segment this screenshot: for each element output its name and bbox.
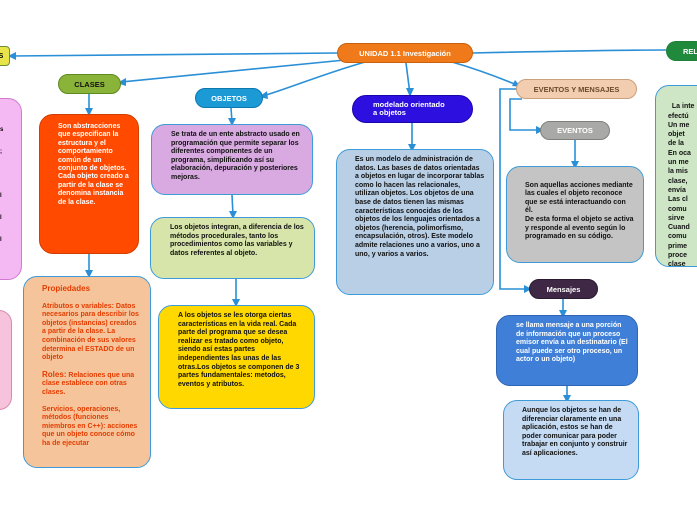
objetos-integran-text: Los objetos integran, a diferencia de lo…: [170, 224, 304, 257]
clases-definition-text: Son abstracciones que especifican la est…: [58, 123, 129, 206]
clases-label: CLASES: [74, 79, 105, 89]
arrow-head: [563, 395, 571, 403]
left-cutoff-box-1: [0, 98, 22, 280]
arrow-head: [524, 285, 532, 293]
mensajes-extra-text: Aunque los objetos se han de diferenciar…: [522, 407, 628, 457]
eventos-mensajes-node[interactable]: EVENTOS Y MENSAJES: [516, 79, 637, 99]
mensajes-label: Mensajes: [546, 284, 581, 294]
arrow-head: [85, 270, 93, 278]
mensajes-extra: Aunque los objetos se han de diferenciar…: [503, 400, 639, 480]
arrow-head: [408, 144, 416, 152]
link-root-left: [11, 52, 339, 57]
link-root-objetos: [262, 61, 366, 97]
objetos-otorga-text: A los objetos se les otorga ciertas cara…: [178, 312, 300, 388]
left-stub-label: S: [0, 52, 4, 60]
objetos-integran: Los objetos integran, a diferencia de lo…: [150, 217, 315, 279]
modelado-definition-text: Es un modelo de administración de datos.…: [355, 156, 485, 258]
mensajes-node[interactable]: Mensajes: [529, 279, 598, 299]
arrow-head: [8, 52, 16, 60]
propiedades-roles: Relaciones que una clase establece con o…: [42, 371, 135, 396]
eventos-mensajes-label: EVENTOS Y MENSAJES: [533, 84, 620, 94]
modelado-definition: Es un modelo de administración de datos.…: [336, 149, 494, 295]
root-label: UNIDAD 1.1 Investigación: [359, 48, 451, 58]
arrow-head: [406, 88, 414, 97]
objetos-definition: Se trata de un ente abstracto usado en p…: [151, 124, 313, 195]
arrow-head: [85, 108, 93, 116]
propiedades-roles-title: Roles:: [42, 369, 67, 379]
link-root-clases: [120, 59, 346, 83]
modelado-node[interactable]: modelado orientado a objetos: [352, 95, 473, 123]
objetos-otorga: A los objetos se les otorga ciertas cara…: [158, 305, 315, 409]
relaciones-fragment-text: La inte efectú Un me objet de la En oca …: [668, 103, 695, 267]
arrow-head: [117, 78, 126, 86]
arrow-head: [571, 161, 579, 169]
eventos-definition: Son aquellas acciones mediante las cuale…: [506, 166, 644, 263]
link-root-eventos: [451, 61, 518, 86]
link-bracket-eventos: [509, 98, 540, 131]
clases-propiedades: Propiedades Atributos o variables: Datos…: [23, 276, 151, 468]
left-cutoff-box-2: [0, 310, 12, 410]
arrow-head: [229, 211, 237, 219]
arrow-head: [228, 118, 236, 126]
right-stub-node[interactable]: REL: [666, 41, 697, 61]
eventos-definition-text: Son aquellas acciones mediante las cuale…: [525, 181, 634, 241]
link-bracket-mensajes: [499, 88, 528, 290]
modelado-label: modelado orientado a objetos: [373, 99, 445, 117]
arrow-head: [559, 310, 567, 318]
eventos-label: EVENTOS: [557, 126, 593, 135]
clases-node[interactable]: CLASES: [58, 74, 121, 94]
right-stub-label: REL: [683, 46, 697, 56]
mensajes-definition: se llama mensaje a una porción de inform…: [496, 315, 638, 386]
left-stub-node[interactable]: S: [0, 46, 10, 66]
mensajes-definition-text: se llama mensaje a una porción de inform…: [516, 322, 628, 364]
propiedades-servicios: Servicios, operaciones, métodos (funcion…: [42, 405, 138, 447]
arrow-head: [232, 299, 240, 307]
propiedades-atributos: Atributos o variables: Datos necesarios …: [42, 302, 139, 362]
root-node[interactable]: UNIDAD 1.1 Investigación: [337, 43, 473, 63]
eventos-node[interactable]: EVENTOS: [540, 121, 610, 140]
relaciones-fragment: La inte efectú Un me objet de la En oca …: [655, 85, 697, 267]
clases-definition: Son abstracciones que especifican la est…: [39, 114, 139, 254]
objetos-label: OBJETOS: [211, 93, 247, 103]
objetos-node[interactable]: OBJETOS: [195, 88, 263, 108]
objetos-definition-text: Se trata de un ente abstracto usado en p…: [171, 131, 300, 181]
link-root-right: [471, 49, 667, 54]
propiedades-title: Propiedades: [42, 284, 91, 293]
